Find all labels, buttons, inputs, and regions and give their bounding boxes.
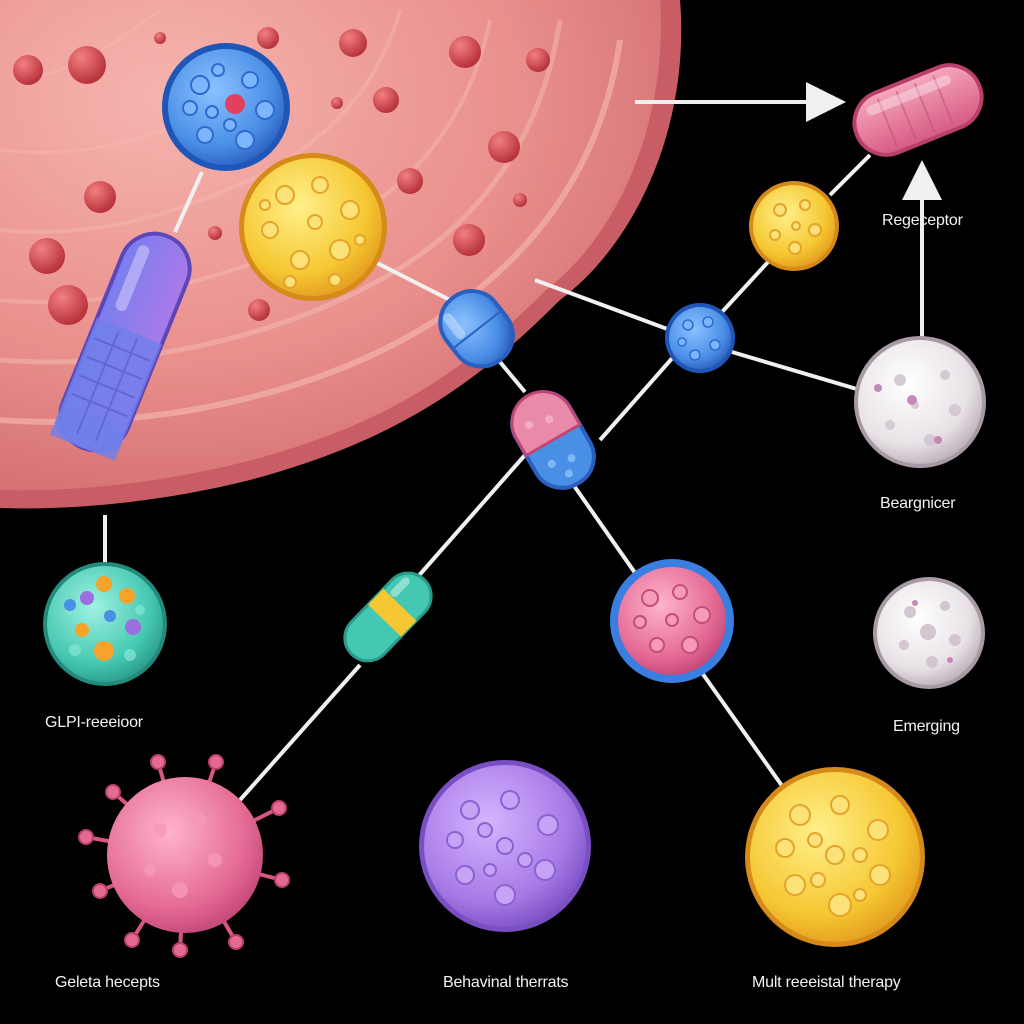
regeceptor-label: Regeceptor — [882, 212, 963, 229]
teal-yellow-capsule-icon — [343, 571, 433, 663]
small-yellow-cell-icon — [749, 181, 839, 271]
large-yellow-cell-icon — [745, 767, 925, 947]
beargnicer-label: Beargnicer — [880, 495, 956, 512]
pink-blue-capsule-icon — [510, 390, 596, 490]
emerging-label: Emerging — [893, 718, 960, 735]
geleta-hecepts-label: Geleta hecepts — [55, 974, 160, 991]
yellow-cell-icon — [239, 153, 387, 301]
pink-capsule-icon — [852, 63, 984, 157]
pink-cell-icon — [610, 559, 734, 683]
behavioral-therapy-label: Behavinal therrats — [443, 974, 569, 991]
blue-cell-icon — [162, 43, 290, 171]
white-small-cell-icon — [873, 577, 985, 689]
purple-cell-icon — [419, 760, 591, 932]
connector-lines — [103, 82, 942, 802]
small-blue-cell-icon — [665, 303, 735, 373]
pink-virus-icon — [78, 754, 290, 958]
purple-blue-capsule-icon — [49, 231, 192, 461]
white-cell-icon — [854, 336, 986, 468]
glp1-receptor-label: GLPI-reeeioor — [45, 714, 143, 731]
multi-therapy-label: Mult reeeistal therapy — [752, 974, 901, 991]
blue-capsule-icon — [438, 289, 515, 369]
teal-cell-icon — [43, 562, 167, 686]
